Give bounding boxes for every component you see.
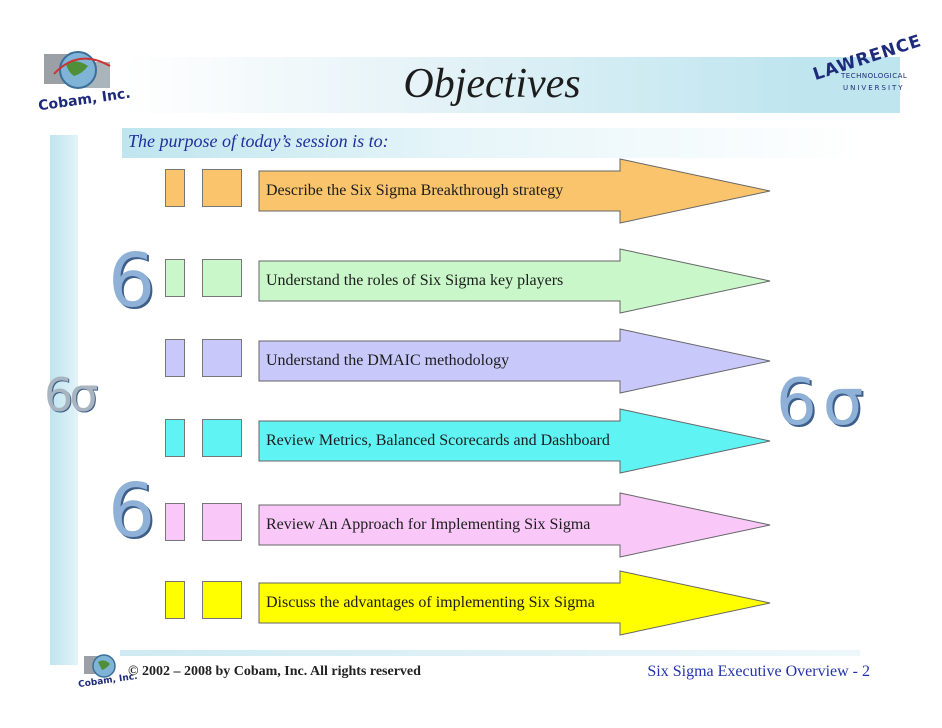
- globe-icon: [84, 654, 116, 678]
- objective-arrow: Review An Approach for Implementing Six …: [258, 492, 774, 558]
- globe-icon: [44, 51, 111, 89]
- objective-text: Understand the DMAIC methodology: [266, 352, 510, 369]
- objective-marker-small: [165, 339, 185, 377]
- page-subtitle: The purpose of today’s session is to:: [128, 131, 389, 151]
- objective-marker-large: [202, 339, 242, 377]
- arrow-shape: [258, 158, 771, 224]
- subtitle-band: [122, 128, 862, 158]
- title-band: [122, 57, 800, 113]
- six-sigma-glyph-large: 6σ: [776, 366, 870, 440]
- objective-arrow: Review Metrics, Balanced Scorecards and …: [258, 408, 774, 474]
- footer-logo: Cobam, Inc.: [78, 648, 138, 698]
- university-logo: LAWRENCE TECHNOLOGICAL UNIVERSITY: [805, 31, 925, 112]
- objective-arrow: Describe the Six Sigma Breakthrough stra…: [258, 158, 774, 224]
- arrow-shape: [258, 328, 771, 394]
- bottom-divider: [120, 650, 860, 656]
- arrow-shape: [258, 248, 771, 314]
- objective-marker-small: [165, 581, 185, 619]
- objective-text: Review An Approach for Implementing Six …: [266, 516, 591, 533]
- objective-marker-large: [202, 581, 242, 619]
- objective-marker-large: [202, 169, 242, 207]
- objective-text: Understand the roles of Six Sigma key pl…: [266, 272, 564, 289]
- left-decor-bar: [50, 135, 78, 665]
- six-sigma-glyph-small: 6σ: [44, 368, 98, 422]
- objective-marker-small: [165, 169, 185, 207]
- university-logo-mid: TECHNOLOGICAL: [841, 72, 908, 80]
- objective-marker-small: [165, 503, 185, 541]
- objective-marker-large: [202, 503, 242, 541]
- arrow-shape: [258, 570, 771, 636]
- objective-text: Review Metrics, Balanced Scorecards and …: [266, 432, 610, 449]
- six-glyph-1: 6: [108, 238, 156, 324]
- objective-arrow: Discuss the advantages of implementing S…: [258, 570, 774, 636]
- title-band-right: [800, 57, 900, 113]
- objective-arrow: Understand the roles of Six Sigma key pl…: [258, 248, 774, 314]
- page-title: Objectives: [403, 61, 581, 107]
- page-label: Six Sigma Executive Overview - 2: [647, 663, 870, 680]
- arrow-shape: [258, 492, 771, 558]
- objective-marker-large: [202, 419, 242, 457]
- objective-marker-large: [202, 259, 242, 297]
- six-glyph-2: 6: [108, 468, 156, 554]
- university-logo-bottom: UNIVERSITY: [843, 84, 905, 92]
- objective-marker-small: [165, 259, 185, 297]
- copyright-text: © 2002 – 2008 by Cobam, Inc. All rights …: [128, 664, 421, 679]
- cobam-logo: Cobam, Inc.: [36, 40, 132, 116]
- objective-text: Discuss the advantages of implementing S…: [266, 594, 595, 611]
- arrow-shape: [258, 408, 771, 474]
- objective-arrow: Understand the DMAIC methodology: [258, 328, 774, 394]
- objective-marker-small: [165, 419, 185, 457]
- objective-text: Describe the Six Sigma Breakthrough stra…: [266, 182, 564, 199]
